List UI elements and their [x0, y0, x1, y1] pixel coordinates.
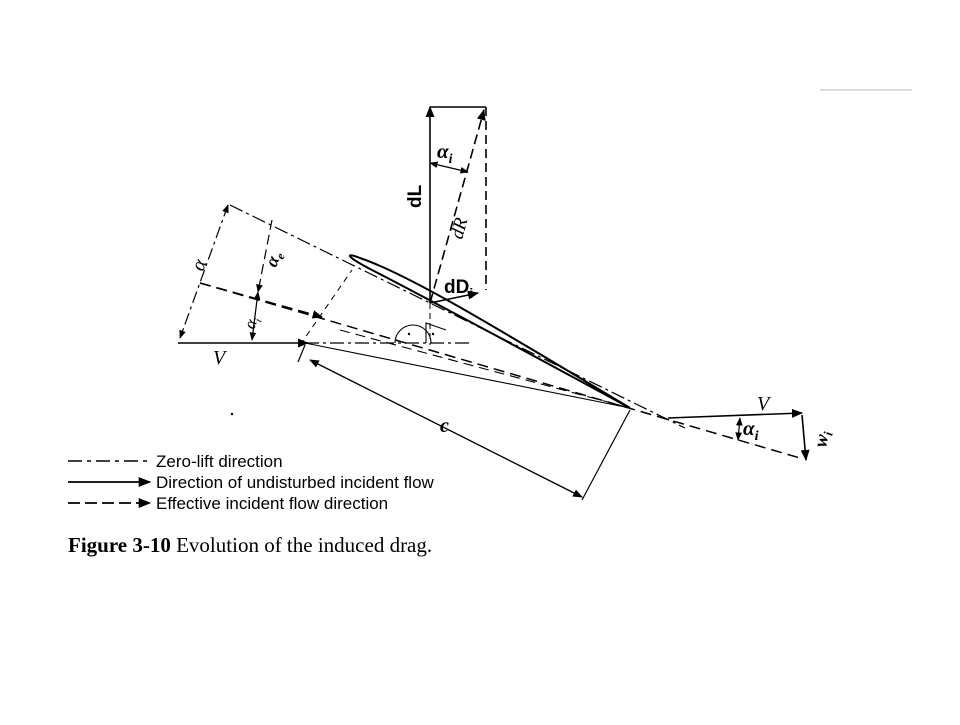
- zero-lift-line: [229, 204, 686, 429]
- angle-arc-line: [179, 204, 229, 339]
- effective-flow-line: [199, 282, 801, 459]
- stray-dot: [230, 412, 234, 416]
- legend: Zero-lift direction Direction of undistu…: [68, 452, 435, 513]
- label-dDi: dDi: [444, 277, 473, 301]
- label-wi: wi: [810, 429, 836, 449]
- leading-edge-guide: [299, 269, 353, 346]
- label-dL: dL: [405, 184, 426, 208]
- figure-caption: Figure 3-10 Evolution of the induced dra…: [68, 533, 432, 558]
- force-drag-bottom: [429, 290, 480, 304]
- label-alpha-i-right: αi: [743, 416, 759, 444]
- chord-start-tick: [297, 344, 306, 363]
- figure-number: Figure 3-10: [68, 533, 171, 557]
- effective-flow-arrow: [199, 282, 324, 319]
- label-alpha-i-top: αi: [437, 139, 453, 167]
- label-alpha-e: αe: [261, 248, 288, 271]
- right-angle-arc-2: [425, 322, 447, 343]
- undisturbed-flow-extension: [304, 342, 631, 409]
- legend-text-undisturbed: Direction of undisturbed incident flow: [156, 473, 435, 492]
- label-c: c: [440, 415, 449, 437]
- label-alpha-i-left: αi: [240, 314, 265, 333]
- label-alpha: α: [187, 256, 211, 274]
- resultant-force: [429, 108, 486, 304]
- alpha-i-arc: [249, 291, 261, 341]
- legend-text-effective: Effective incident flow direction: [156, 494, 388, 513]
- label-V-left: V: [213, 347, 228, 369]
- downwash-arrow: [800, 414, 810, 462]
- chord-dimension: [309, 359, 583, 498]
- label-dR: dR: [447, 215, 473, 241]
- alpha-i-top-arc: [429, 161, 469, 174]
- legend-text-zero-lift: Zero-lift direction: [156, 452, 283, 471]
- chord-end-tick: [581, 409, 631, 501]
- figure-caption-text: Evolution of the induced drag.: [176, 533, 433, 557]
- alpha-i-right-arc: [735, 417, 743, 441]
- label-V-right: V: [757, 393, 772, 415]
- velocity-arrow-right: [667, 408, 804, 419]
- airfoil: [349, 254, 631, 409]
- alpha-e-arc: [256, 219, 273, 293]
